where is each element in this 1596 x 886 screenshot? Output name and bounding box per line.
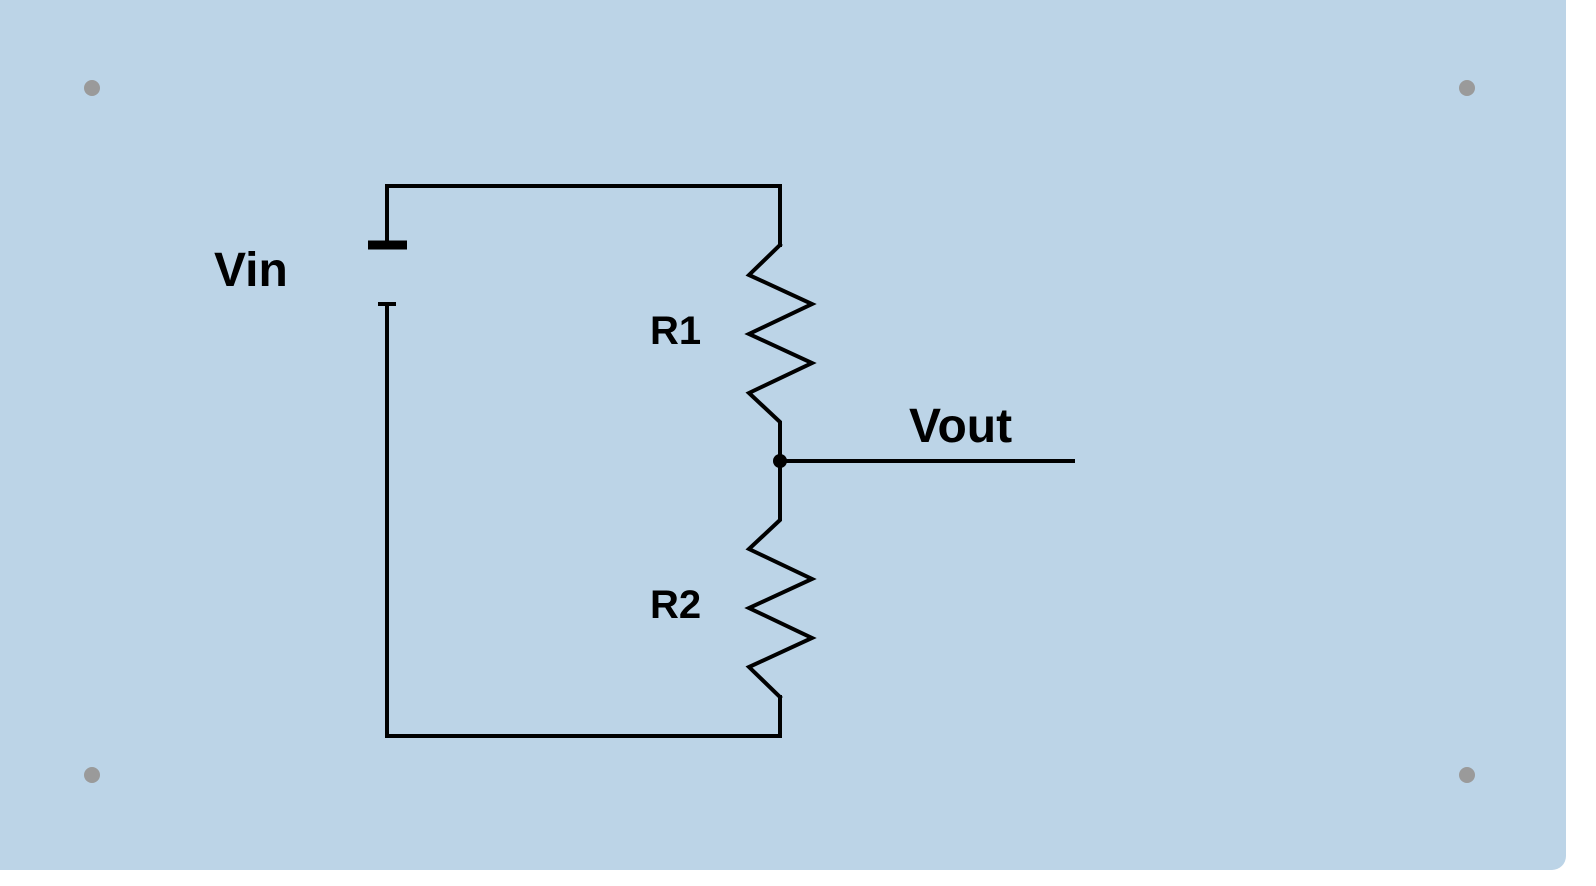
vout-label: Vout [909, 400, 1012, 453]
resistor-r1-icon [744, 242, 817, 463]
screw-top-right-icon [1459, 80, 1475, 96]
junction-node-icon [773, 454, 787, 468]
r1-label: R1 [650, 309, 701, 353]
resistor-r2-icon [744, 459, 817, 700]
screw-top-left-icon [84, 80, 100, 96]
wire-bottom [385, 302, 782, 738]
r2-label: R2 [650, 583, 701, 627]
vin-label: Vin [214, 244, 288, 297]
wire-top [385, 184, 782, 247]
screw-bottom-left-icon [84, 767, 100, 783]
diagram-background [0, 0, 1566, 870]
battery-icon [368, 240, 407, 306]
screw-bottom-right-icon [1459, 767, 1475, 783]
